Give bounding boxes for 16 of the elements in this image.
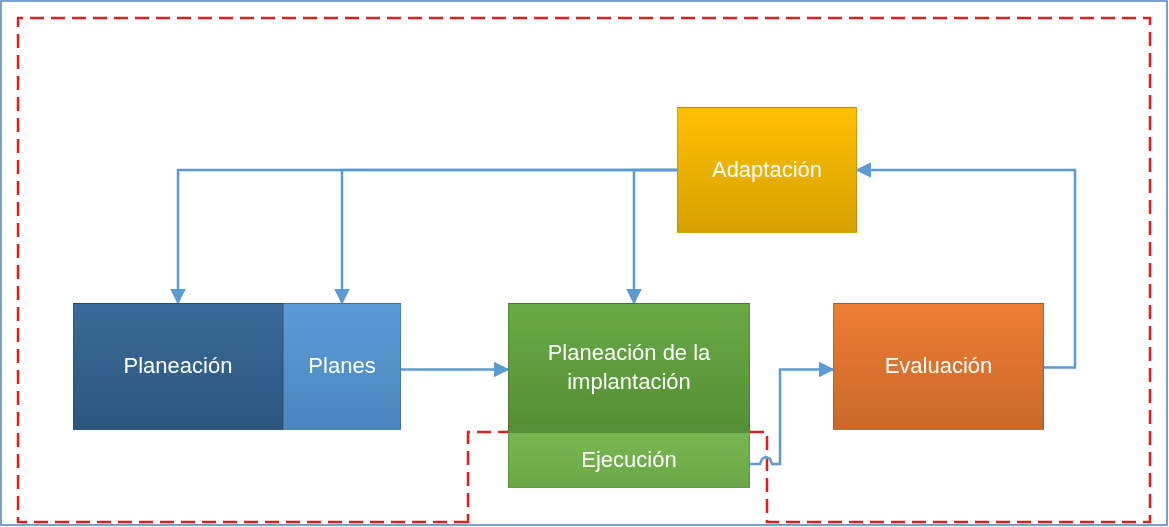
process-box xyxy=(73,303,283,430)
box-label: Evaluación xyxy=(884,352,993,381)
process-box xyxy=(677,107,857,233)
box-label: Adaptación xyxy=(711,155,823,184)
process-box xyxy=(283,303,401,430)
process-box xyxy=(833,303,1044,430)
arrow xyxy=(750,361,835,466)
process-box xyxy=(508,432,750,488)
box-label: Planes xyxy=(308,352,376,381)
box-label: Planeación de la implantación xyxy=(546,338,712,396)
process-box xyxy=(508,303,750,432)
box-label: Ejecución xyxy=(581,445,677,474)
arrow xyxy=(855,162,1077,369)
arrow xyxy=(401,361,510,378)
arrow xyxy=(626,168,677,305)
box-label: Planeación xyxy=(123,352,233,381)
